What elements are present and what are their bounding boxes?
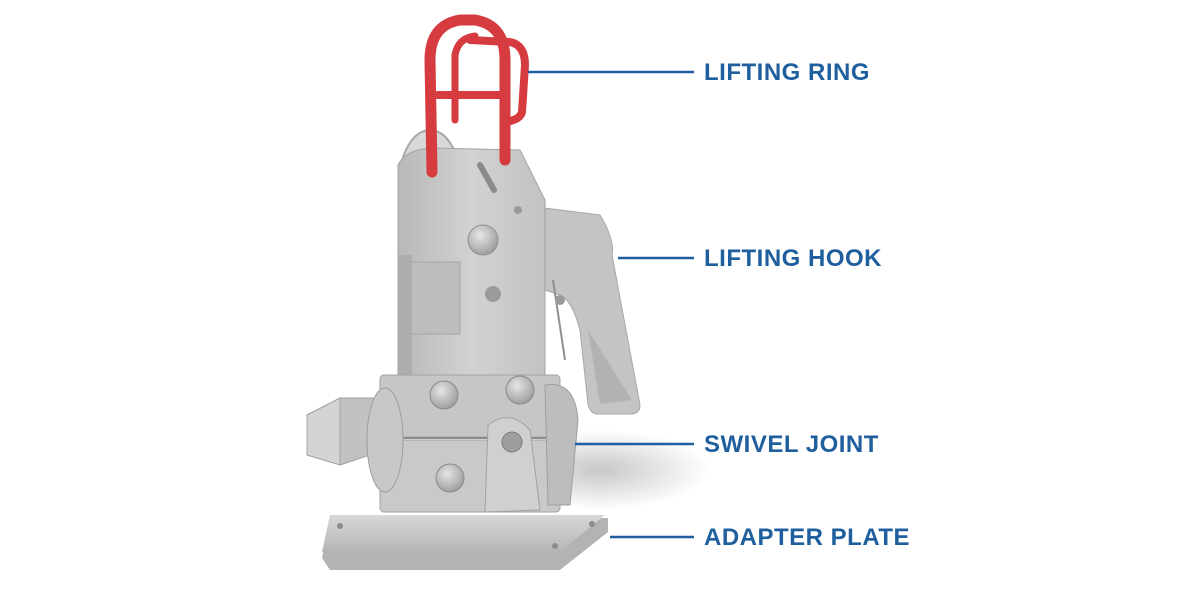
label-adapter-plate: ADAPTER PLATE: [704, 524, 911, 551]
adapter-plate-part: [322, 515, 608, 570]
side-shaft: [306, 387, 404, 493]
label-lifting-ring: LIFTING RING: [704, 59, 870, 86]
main-body: [397, 147, 546, 386]
label-lifting-hook: LIFTING HOOK: [704, 245, 882, 272]
lifting-hook-part: [519, 204, 641, 415]
leader-lines: [528, 70, 694, 539]
label-swivel-joint: SWIVEL JOINT: [704, 431, 879, 458]
swivel-joint-part: [379, 374, 579, 513]
lifting-ring-part: [424, 14, 530, 193]
